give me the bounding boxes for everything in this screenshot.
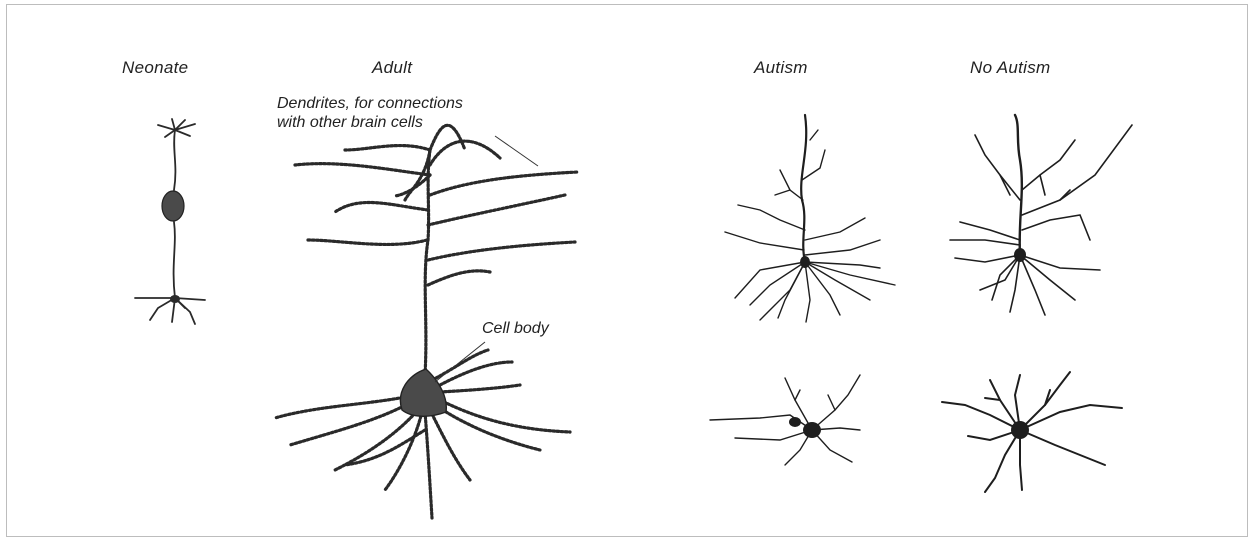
no-autism-stellate-soma bbox=[1011, 421, 1029, 439]
autism-stellate-neuron bbox=[710, 375, 860, 465]
autism-stellate-node bbox=[789, 417, 801, 427]
no-autism-pyramidal-neuron bbox=[950, 115, 1132, 315]
neonate-soma bbox=[162, 191, 184, 221]
autism-pyramidal-neuron bbox=[725, 115, 895, 322]
adult-neuron bbox=[275, 125, 578, 518]
dendrites-leader-line bbox=[495, 136, 538, 166]
autism-pyramidal-soma bbox=[800, 256, 810, 268]
neonate-base bbox=[170, 295, 180, 303]
no-autism-pyramidal-soma bbox=[1014, 248, 1026, 262]
autism-stellate-soma bbox=[803, 422, 821, 438]
neonate-neuron bbox=[135, 119, 205, 324]
no-autism-stellate-neuron bbox=[942, 372, 1122, 492]
